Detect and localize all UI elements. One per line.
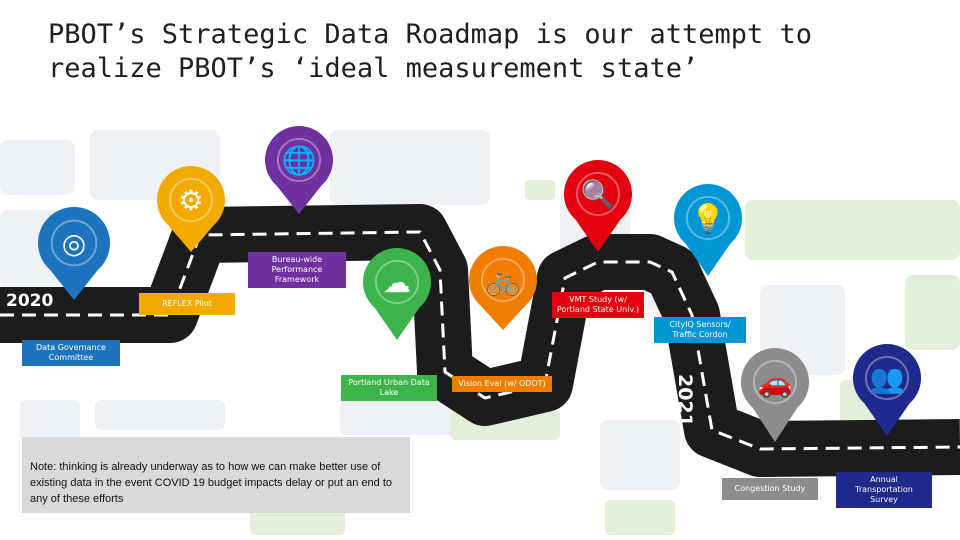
- label-vmt-study: VMT Study (w/ Portland State Univ.): [552, 292, 644, 318]
- people-group-icon: 👥: [870, 362, 905, 395]
- label-vision-eval: Vision Eval (w/ ODOT): [452, 376, 552, 392]
- pin-city-sensors: 💡: [674, 184, 742, 276]
- milestone-markers: ◎ ⚙ 🌐 ☁ 🚲 🔍 💡 🚗 👥: [38, 126, 922, 442]
- covid-note: Note: thinking is already underway as to…: [22, 437, 410, 513]
- label-data-governance: Data Governance Committee: [22, 340, 120, 366]
- map-background: [0, 130, 845, 490]
- gears-icon: ⚙: [178, 184, 203, 217]
- cloud-computer-icon: ☁: [383, 266, 411, 299]
- page-title: PBOT’s Strategic Data Roadmap is our att…: [48, 19, 813, 84]
- year-end-label: 2021: [674, 374, 696, 427]
- laptop-globe-icon: 🌐: [282, 144, 317, 177]
- pin-reflex-pilot: ⚙: [156, 166, 225, 252]
- pin-transportation-survey: 👥: [853, 344, 922, 436]
- car-search-icon: 🔍: [581, 176, 616, 211]
- pin-data-governance: ◎: [38, 207, 110, 300]
- pin-vmt-study: 🔍: [564, 160, 632, 252]
- target-icon: ◎: [62, 227, 86, 260]
- label-congestion-study: Congestion Study: [722, 478, 818, 500]
- label-reflex-pilot: REFLEX Pilot: [139, 293, 235, 315]
- label-transportation-survey: Annual Transportation Survey: [836, 472, 932, 508]
- pin-vision-eval: 🚲: [469, 246, 537, 330]
- road: [0, 204, 960, 477]
- label-bureau-performance: Bureau-wide Performance Framework: [248, 252, 346, 288]
- streetlight-sensor-icon: 💡: [691, 202, 726, 235]
- pin-bureau-performance: 🌐: [265, 126, 334, 214]
- label-urban-data-lake: Portland Urban Data Lake: [341, 375, 437, 401]
- label-city-sensors: CityIQ Sensors/ Traffic Cordon: [654, 317, 746, 343]
- year-start-label: 2020: [6, 291, 54, 311]
- transport-modes-icon: 🚲: [486, 264, 521, 297]
- pin-urban-data-lake: ☁: [362, 248, 431, 340]
- pin-congestion-study: 🚗: [740, 348, 809, 442]
- car-icon: 🚗: [758, 366, 793, 399]
